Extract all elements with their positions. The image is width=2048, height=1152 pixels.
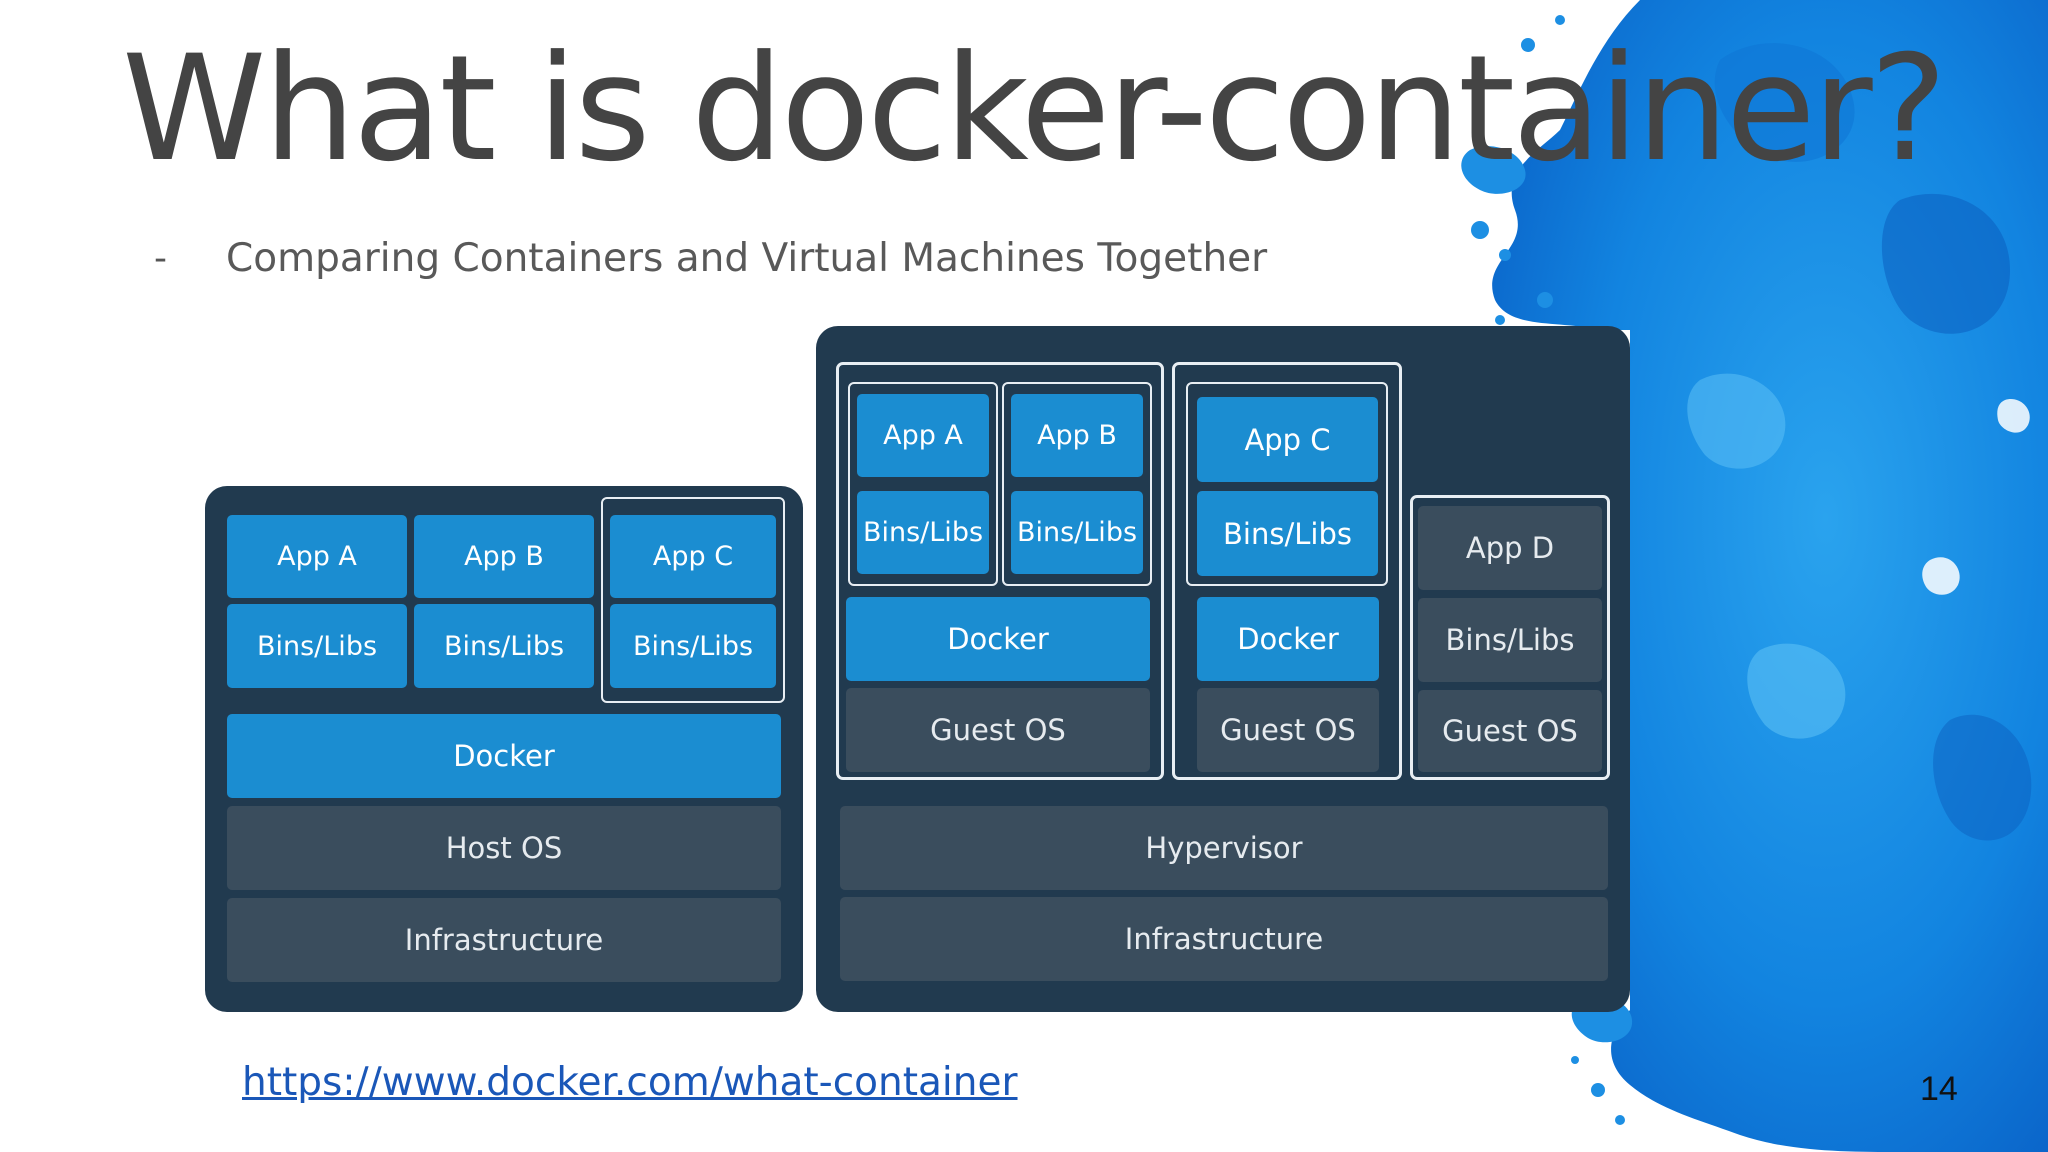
vm1-bins-libs-a: Bins/Libs [857,491,989,574]
vm2-app-c: App C [1197,397,1378,482]
vm2-guest-os-layer: Guest OS [1197,688,1379,772]
vm-infrastructure-layer: Infrastructure [840,897,1608,981]
container-docker-layer: Docker [227,714,781,798]
vm-hypervisor-layer: Hypervisor [840,806,1608,890]
container-bins-libs-c: Bins/Libs [610,604,776,688]
vm3-bins-libs: Bins/Libs [1418,598,1602,682]
vm3-guest-os-layer: Guest OS [1418,690,1602,772]
vm1-docker-layer: Docker [846,597,1150,681]
vm3-outline [1410,495,1610,780]
vm1-app-b: App B [1011,394,1143,477]
vm2-outline [1172,362,1402,780]
bullet-marker: - [154,238,167,279]
bullet-text: Comparing Containers and Virtual Machine… [226,236,1268,281]
app-c-container-outline [601,497,785,703]
vm1-guest-os-layer: Guest OS [846,688,1150,772]
container-app-c: App C [610,515,776,598]
vm1-outline [836,362,1164,780]
vm3-app-d: App D [1418,506,1602,590]
container-app-b: App B [414,515,594,598]
vm1-bins-libs-b: Bins/Libs [1011,491,1143,574]
vm1-app-a: App A [857,394,989,477]
vm1-app-a-outline [848,382,998,586]
slide-title: What is docker-container? [122,24,1947,194]
container-app-a: App A [227,515,407,598]
container-bins-libs-a: Bins/Libs [227,604,407,688]
vm2-app-c-outline [1186,382,1388,586]
vm2-bins-libs: Bins/Libs [1197,491,1378,576]
vm1-app-b-outline [1002,382,1152,586]
vm2-docker-layer: Docker [1197,597,1379,681]
container-host-os-layer: Host OS [227,806,781,890]
page-number: 14 [1920,1070,1958,1108]
container-bins-libs-b: Bins/Libs [414,604,594,688]
docker-what-container-link[interactable]: https://www.docker.com/what-container [242,1060,1018,1105]
container-infrastructure-layer: Infrastructure [227,898,781,982]
